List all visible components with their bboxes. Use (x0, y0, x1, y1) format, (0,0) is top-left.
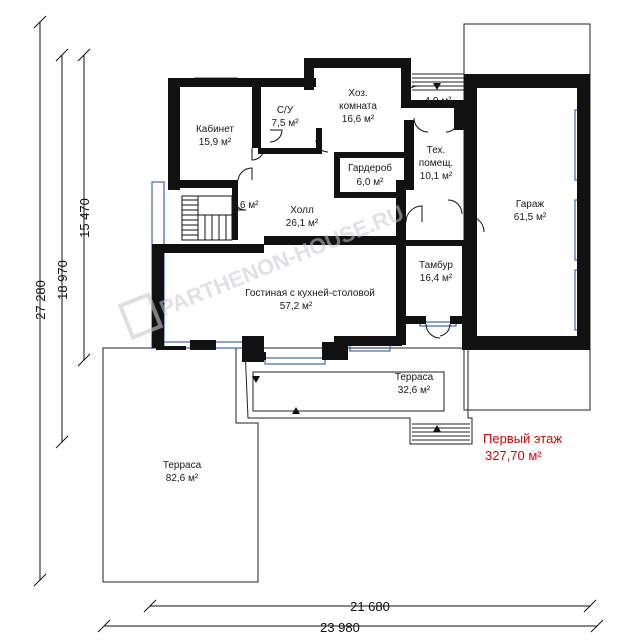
room-labels: Кабинет 15,9 м² С/У 7,5 м² Хоз. комната … (163, 88, 547, 484)
room-name: Хоз. (348, 88, 367, 99)
room-name: Терраса (163, 460, 202, 471)
floor-title: Первый этаж (483, 431, 562, 446)
staircase (181, 195, 233, 241)
room-area: 57,2 м² (280, 301, 313, 312)
room-area: 7,6 м² (232, 200, 260, 211)
room-name: Гардероб (348, 162, 392, 174)
room-area: 16,4 м² (420, 273, 453, 284)
room-area: 6,0 м² (357, 177, 385, 188)
room-name: Холл (290, 205, 314, 216)
room-name: С/У (277, 105, 294, 116)
room-area: 61,5 м² (514, 212, 547, 223)
room-area: 82,6 м² (166, 473, 199, 484)
room-area: 4,0 м² (425, 96, 453, 107)
room-area: 15,9 м² (199, 137, 232, 148)
room-name: Гостиная с кухней-столовой (245, 288, 375, 299)
room-name-line2: помещ. (419, 158, 453, 169)
arrow-icon (252, 83, 441, 432)
dim-width-inner: 21 680 (350, 599, 390, 614)
floor-area: 327,70 м² (485, 448, 542, 463)
room-name: Кабинет (196, 123, 234, 135)
dim-height-inner: 15 470 (77, 198, 92, 238)
dim-width-total: 23 980 (320, 620, 360, 635)
room-name: Гараж (516, 199, 545, 210)
room-name: Терраса (395, 372, 434, 383)
room-name: Тех. (427, 145, 446, 156)
room-name-line2: комната (339, 101, 377, 112)
dim-height-mid: 18 970 (55, 260, 70, 300)
walls (152, 58, 590, 362)
doors (231, 85, 485, 359)
room-name: Тамбур (419, 259, 453, 271)
room-area: 10,1 м² (420, 171, 453, 182)
dim-height-total: 27 280 (33, 280, 48, 320)
room-area: 16,6 м² (342, 114, 375, 125)
room-area: 26,1 м² (286, 218, 319, 229)
dimension-lines (33, 15, 604, 633)
room-area: 32,6 м² (398, 385, 431, 396)
room-area: 7,5 м² (272, 118, 300, 129)
